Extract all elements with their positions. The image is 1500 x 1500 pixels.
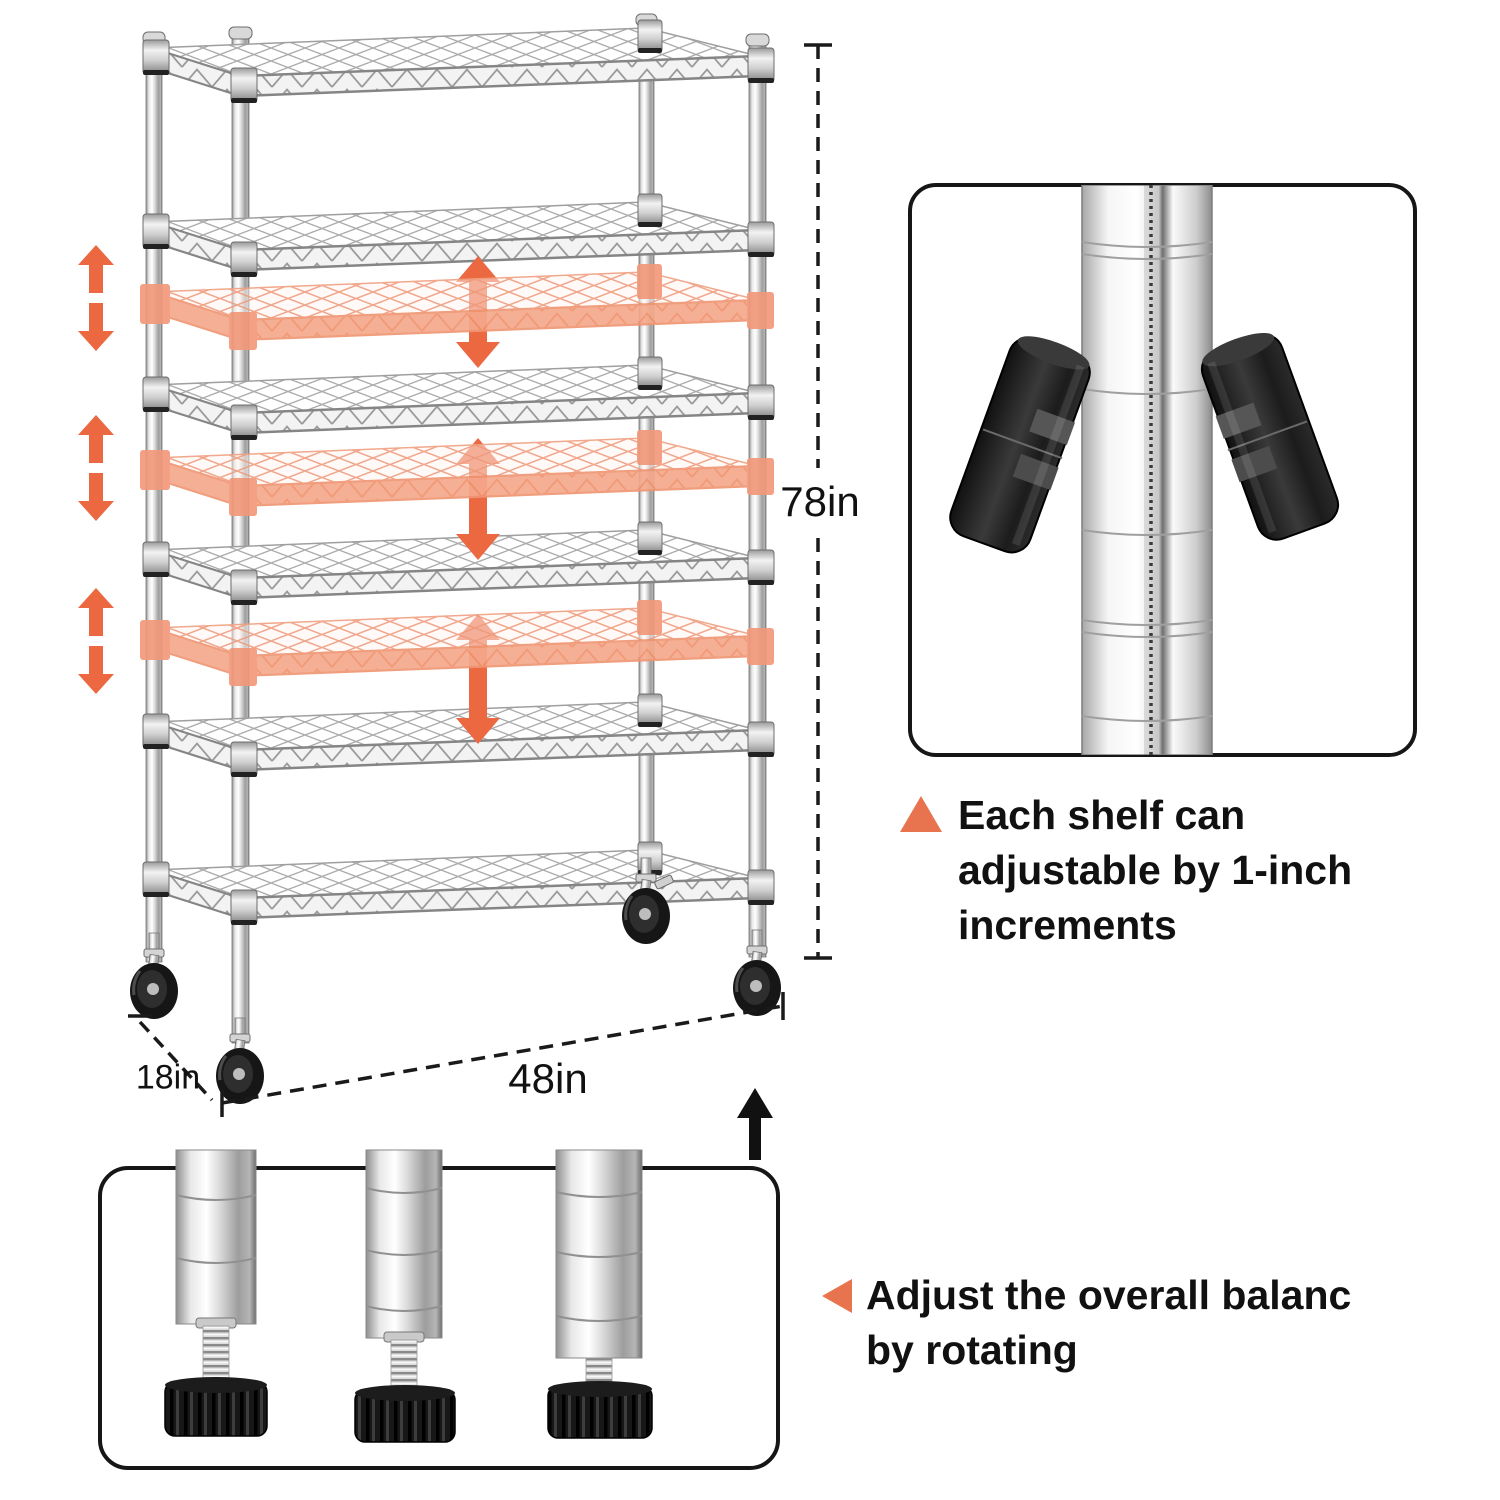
- callout-shelf-adjust-text: Each shelf can adjustable by 1-inch incr…: [958, 788, 1352, 953]
- callout-balance: Adjust the overall balanc by rotating: [822, 1268, 1351, 1378]
- left-adjust-arrows: [78, 245, 114, 694]
- depth-dimension-line: [128, 1014, 214, 1102]
- width-dimension-line: [220, 992, 785, 1117]
- callout-line: adjustable by 1-inch: [958, 847, 1353, 893]
- leveling-foot: [547, 1149, 653, 1439]
- detail-box-leveling-feet: [98, 1149, 780, 1470]
- height-dimension-label: 78in: [774, 478, 866, 526]
- leveling-foot: [354, 1149, 456, 1443]
- depth-dimension-label: 18in: [135, 1058, 201, 1097]
- callout-line: by rotating: [866, 1327, 1078, 1373]
- callout-line: Each shelf can: [958, 792, 1246, 838]
- callout-balance-text: Adjust the overall balanc by rotating: [866, 1268, 1351, 1378]
- black-up-arrow-icon: [737, 1088, 773, 1160]
- detail-box-pole-clips: [908, 183, 1417, 757]
- left-shelf-clip: [949, 336, 1091, 554]
- left-triangle-icon: [822, 1279, 852, 1313]
- callout-line: increments: [958, 902, 1177, 948]
- right-shelf-clip: [1200, 333, 1340, 541]
- rack-casters: [128, 856, 783, 1106]
- leveling-foot: [164, 1149, 268, 1437]
- callout-shelf-adjust: Each shelf can adjustable by 1-inch incr…: [900, 788, 1352, 953]
- callout-line: Adjust the overall balanc: [866, 1272, 1352, 1318]
- height-dimension-line: [804, 43, 832, 960]
- up-triangle-icon: [900, 796, 942, 832]
- width-dimension-label: 48in: [508, 1055, 588, 1102]
